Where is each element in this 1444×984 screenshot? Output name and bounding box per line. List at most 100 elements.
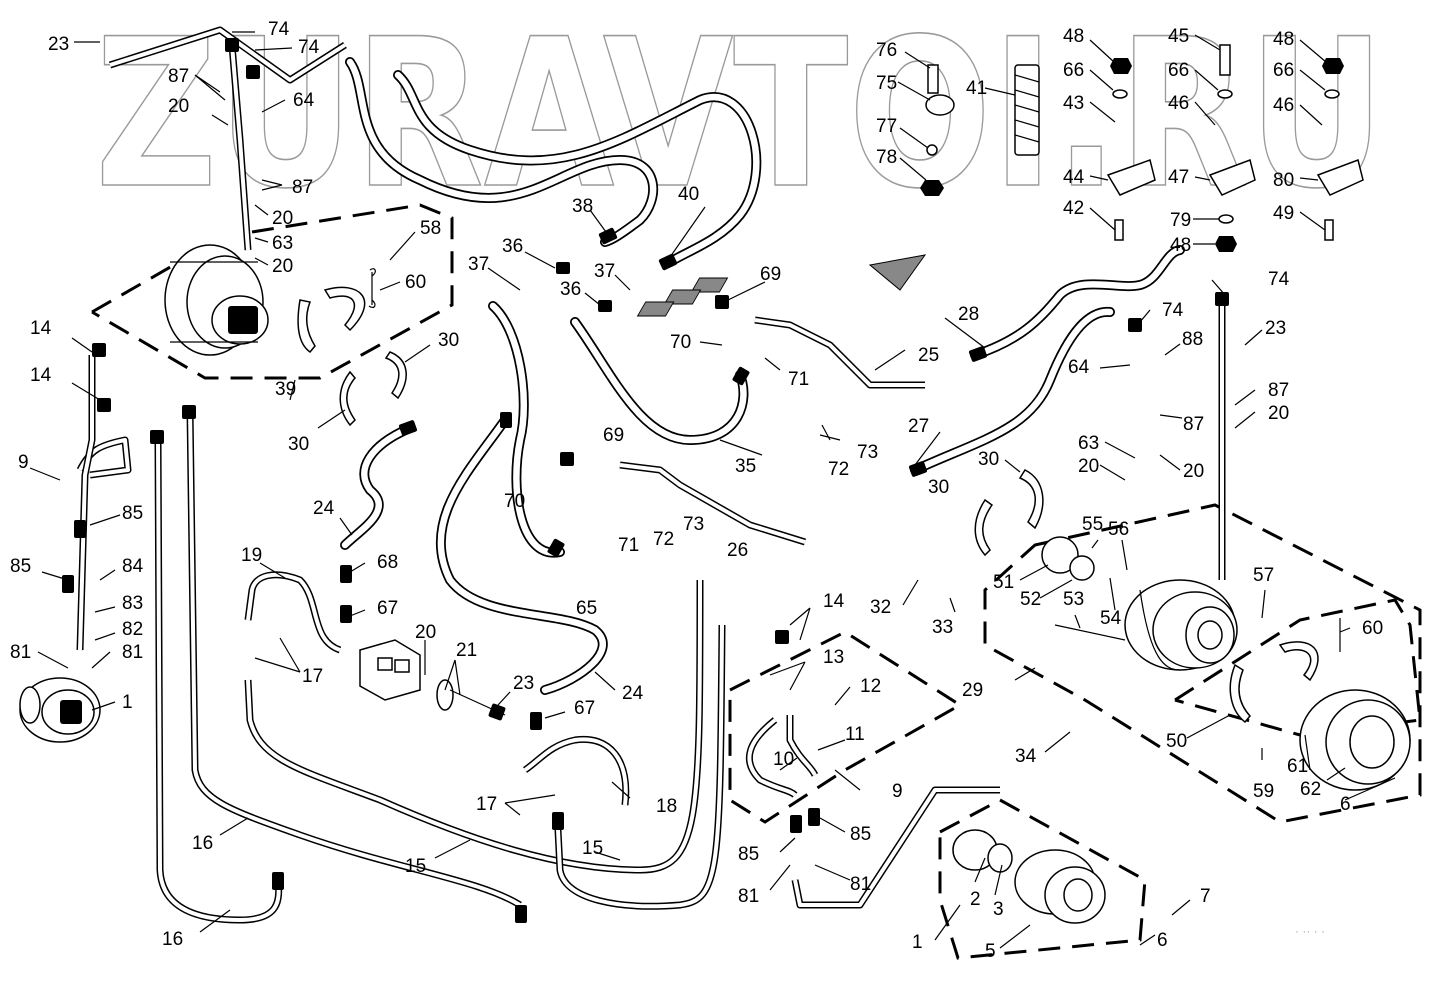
fitting [598, 300, 612, 312]
callout-53: 53 [1063, 589, 1084, 610]
callout-6a: 6 [1340, 794, 1351, 815]
callout-23c: 23 [513, 673, 534, 694]
pipe-left-vertical [76, 355, 96, 651]
rod-53 [1054, 624, 1126, 641]
callout-20b: 20 [272, 208, 293, 229]
fitting [398, 420, 418, 436]
fitting [598, 227, 618, 245]
callout-38: 38 [572, 196, 593, 217]
hose-40 [393, 70, 762, 267]
callout-36b: 36 [560, 279, 581, 300]
left-wheel-cylinder [19, 677, 101, 743]
hose-27 [910, 306, 1115, 475]
callout-60a: 60 [405, 272, 426, 293]
callout-18: 18 [656, 796, 677, 817]
callout-16a: 16 [192, 833, 213, 854]
callout-7: 7 [1200, 886, 1211, 907]
callout-60b: 60 [1362, 618, 1383, 639]
callout-64b: 64 [1068, 357, 1090, 378]
fitting [246, 65, 260, 79]
callout-33: 33 [932, 617, 953, 638]
callout-74b: 74 [298, 37, 320, 58]
spring-60-left [368, 268, 376, 309]
callout-74d: 74 [1268, 269, 1290, 290]
fitting [92, 343, 106, 357]
hose-35 [570, 317, 749, 445]
callout-12: 12 [860, 676, 881, 697]
group-29-outline [983, 503, 1422, 824]
callout-59: 59 [1253, 781, 1274, 802]
callout-85b: 85 [10, 556, 31, 577]
callout-65: 65 [576, 598, 597, 619]
hoses [340, 57, 1185, 695]
callout-35: 35 [735, 456, 756, 477]
fitting [552, 812, 564, 830]
group-outlines [91, 203, 1422, 960]
callout-87b: 87 [292, 177, 313, 198]
fitting [150, 430, 164, 444]
callout-67a: 67 [377, 598, 398, 619]
fitting [74, 520, 86, 538]
callout-28: 28 [958, 304, 979, 325]
pipe-16 [154, 437, 283, 924]
callout-78: 78 [876, 147, 897, 168]
callout-9b: 9 [892, 781, 903, 802]
callout-25: 25 [918, 345, 939, 366]
brake-shoe-left-58 [297, 286, 366, 354]
callout-34: 34 [1015, 746, 1037, 767]
pipe-10 [745, 717, 798, 798]
fittings [62, 38, 1229, 923]
callout-46a: 46 [1168, 93, 1189, 114]
callout-67b: 67 [574, 698, 595, 719]
callout-30d: 30 [928, 477, 949, 498]
group-1-outline [938, 798, 1147, 960]
callout-72b: 72 [653, 529, 674, 550]
callout-81c: 81 [738, 886, 759, 907]
fitting [225, 38, 239, 52]
callout-13: 13 [823, 647, 844, 668]
callout-81d: 81 [850, 874, 871, 895]
callout-14a: 14 [30, 318, 52, 339]
callout-58: 58 [420, 218, 441, 239]
fitting [340, 565, 352, 583]
callout-26: 26 [727, 540, 748, 561]
callout-43: 43 [1063, 93, 1084, 114]
callout-64a: 64 [293, 90, 315, 111]
fitting [515, 905, 527, 923]
fitting [790, 815, 802, 833]
callout-50: 50 [1166, 731, 1187, 752]
callout-16b: 16 [162, 929, 183, 950]
callout-14b: 14 [30, 365, 52, 386]
callout-56: 56 [1108, 519, 1129, 540]
callout-20e: 20 [1078, 456, 1099, 477]
callout-76: 76 [876, 40, 897, 61]
callout-62: 62 [1300, 779, 1321, 800]
footer-code: · ·· · · [1295, 924, 1325, 938]
callout-72a: 72 [828, 459, 849, 480]
callout-77: 77 [876, 116, 897, 137]
fitting [340, 605, 352, 623]
fitting [1215, 292, 1229, 306]
fitting [182, 405, 196, 419]
fitting [715, 295, 729, 309]
fitting [530, 712, 542, 730]
callout-68: 68 [377, 552, 398, 573]
callout-11: 11 [845, 724, 865, 745]
callout-66b: 66 [1168, 60, 1189, 81]
callout-74c: 74 [1162, 300, 1184, 321]
callout-24b: 24 [622, 683, 644, 704]
callout-88: 88 [1182, 329, 1203, 350]
callout-39: 39 [275, 379, 296, 400]
callout-63a: 63 [272, 233, 293, 254]
callout-32: 32 [870, 597, 891, 618]
hose-24-lower [435, 415, 608, 695]
pipe-9 [76, 436, 132, 479]
callout-61: 61 [1287, 756, 1308, 777]
brake-shoe-50 [1229, 641, 1319, 724]
callout-71a: 71 [788, 369, 809, 390]
callout-6b: 6 [1157, 930, 1168, 951]
callout-9a: 9 [18, 452, 29, 473]
hose-65 [488, 301, 565, 558]
callout-71b: 71 [618, 535, 639, 556]
